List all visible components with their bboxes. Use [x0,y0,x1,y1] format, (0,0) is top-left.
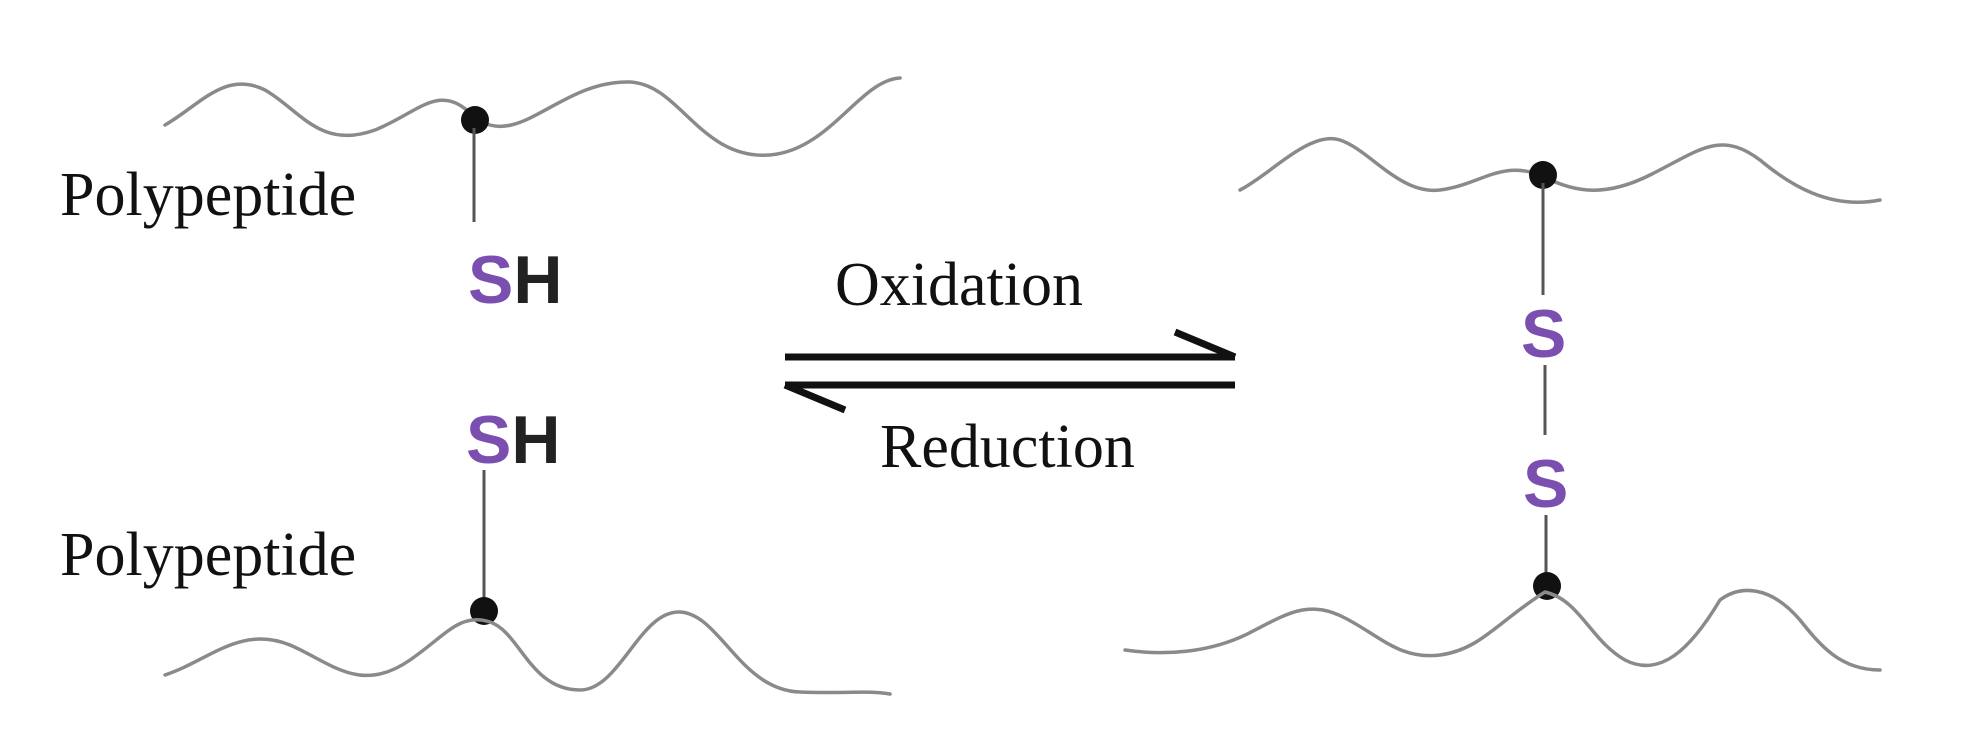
sulfur-atom-top-right: S [1521,296,1566,372]
alpha-carbon-dot-bottom-right [1533,572,1561,600]
reduction-label: Reduction [880,413,1135,481]
forward-arrow-barb [1173,328,1237,361]
equilibrium-arrows: Oxidation Reduction [783,251,1237,481]
polypeptide-chain-top-right [1238,136,1882,204]
hydrogen-atom-bottom-left: H [511,402,560,478]
polypeptide-label-top: Polypeptide [60,161,356,229]
alpha-carbon-dot-top-right [1529,161,1557,189]
oxidized-state: S S [1123,136,1882,672]
oxidation-label: Oxidation [835,251,1083,319]
polypeptide-chain-bottom-right [1123,588,1882,672]
sulfur-atom-bottom-left: S [466,402,511,478]
sulfur-atom-bottom-right: S [1523,446,1568,522]
reverse-arrow-barb [783,381,847,414]
polypeptide-chain-bottom-left [163,610,892,696]
alpha-carbon-dot-top-left [461,106,489,134]
sulfur-atom-top-left: S [468,242,513,318]
thiol-group-top: SH [468,242,562,318]
reduced-state: Polypeptide SH SH Polypeptide [60,76,902,696]
polypeptide-label-bottom: Polypeptide [60,521,356,589]
hydrogen-atom-top-left: H [513,242,562,318]
thiol-group-bottom: SH [466,402,560,478]
polypeptide-chain-top-left [163,76,902,157]
